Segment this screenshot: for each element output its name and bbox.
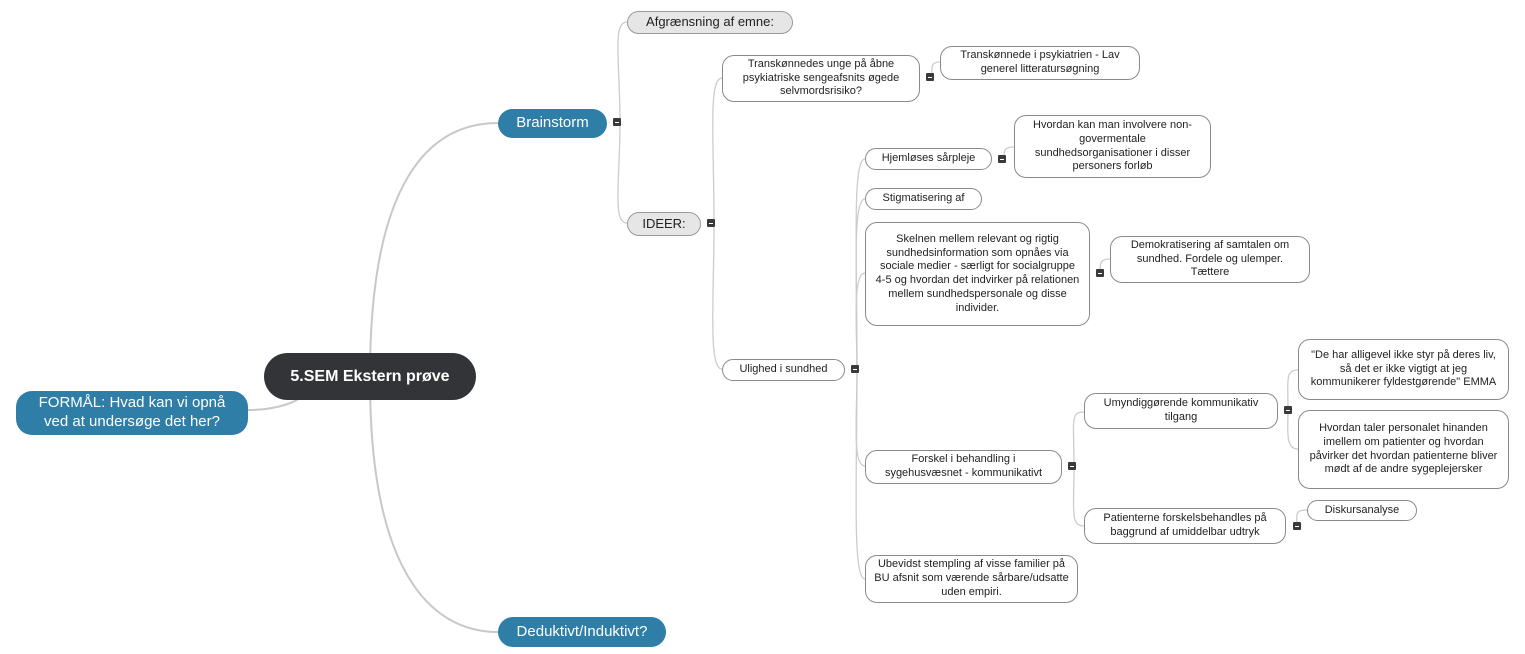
collapse-toggle-icon[interactable] [1284,406,1292,414]
main-topic-brainstorm[interactable]: Brainstorm [498,109,607,138]
collapse-toggle-icon[interactable] [1293,522,1301,530]
main-topic-deduktivt[interactable]: Deduktivt/Induktivt? [498,617,666,647]
topic-stigmatisering[interactable]: Stigmatisering af [865,188,982,210]
link-brainstorm-afgraensning [617,21,628,124]
collapse-toggle-icon[interactable] [1068,462,1076,470]
topic-ulighed[interactable]: Ulighed i sundhed [722,359,845,381]
collapse-toggle-icon[interactable] [998,155,1006,163]
topic-hjemloses[interactable]: Hjemløses sårpleje [865,148,992,170]
link-ideer-ulighed [712,222,723,370]
topic-demokratisering[interactable]: Demokratisering af samtalen om sundhed. … [1110,236,1310,283]
topic-umyndig[interactable]: Umyndiggørende kommunikativ tilgang [1084,393,1278,429]
topic-quote-emma[interactable]: "De har alligevel ikke styr på deres liv… [1298,339,1509,400]
collapse-toggle-icon[interactable] [707,219,715,227]
link-brainstorm-ideer [617,122,628,224]
topic-transkonnedes[interactable]: Transkønnedes unge på åbne psykiatriske … [722,55,920,102]
topic-patienterne[interactable]: Patienterne forskelsbehandles på baggrun… [1084,508,1286,544]
link-central-deduktivt [369,379,499,633]
main-topic-formaal[interactable]: FORMÅL: Hvad kan vi opnå ved at undersøg… [16,391,248,435]
topic-ngo-involvering[interactable]: Hvordan kan man involvere non-govermenta… [1014,115,1211,178]
link-forskel-umyndig [1072,411,1085,467]
collapse-toggle-icon[interactable] [1096,269,1104,277]
topic-transkonnede-litteratur[interactable]: Transkønnede i psykiatrien - Lav generel… [940,46,1140,80]
collapse-toggle-icon[interactable] [851,365,859,373]
subtopic-afgraensning[interactable]: Afgrænsning af emne: [627,11,793,34]
link-ulighed-ubevidst [855,368,866,580]
link-central-brainstorm [369,122,499,377]
link-ideer-transkonnedes [712,77,723,224]
topic-skelnen[interactable]: Skelnen mellem relevant og rigtig sundhe… [865,222,1090,326]
topic-hvordan-taler[interactable]: Hvordan taler personalet hinanden imelle… [1298,410,1509,489]
topic-forskel[interactable]: Forskel i behandling i sygehusvæsnet - k… [865,450,1062,484]
central-topic[interactable]: 5.SEM Ekstern prøve [264,353,476,400]
link-umyndig-hvordan [1287,409,1299,450]
link-ulighed-skelnen [855,272,866,370]
collapse-toggle-icon[interactable] [926,73,934,81]
topic-ubevidst[interactable]: Ubevidst stempling af visse familier på … [865,555,1078,603]
subtopic-ideer[interactable]: IDEER: [627,212,701,236]
topic-diskursanalyse[interactable]: Diskursanalyse [1307,500,1417,521]
link-forskel-patienterne [1072,465,1085,527]
collapse-toggle-icon[interactable] [613,118,621,126]
link-umyndig-quote [1287,369,1299,411]
